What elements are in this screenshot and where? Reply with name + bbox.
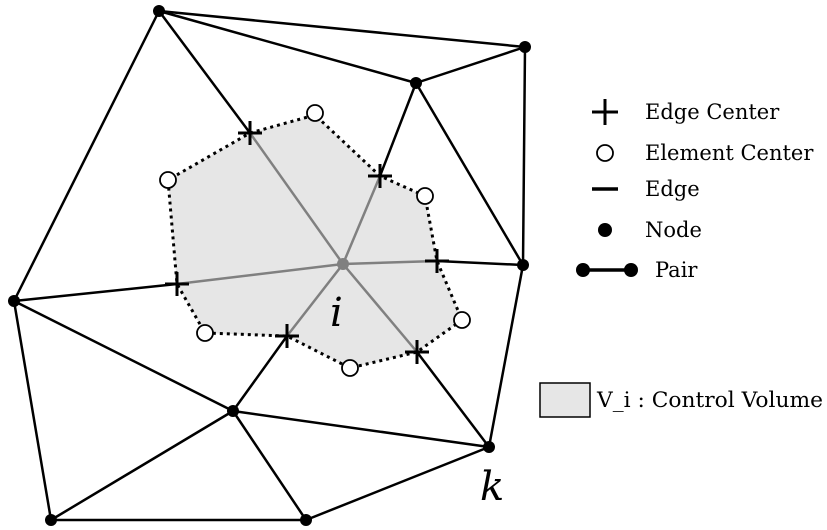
node-label-i: i xyxy=(330,290,343,336)
node-marker xyxy=(483,441,495,453)
node-marker xyxy=(300,514,312,526)
element-center-marker xyxy=(196,324,214,342)
legend: Edge Center Element Center Edge Node Pai… xyxy=(539,99,823,418)
edge-center-marker xyxy=(238,121,262,145)
internal-edges xyxy=(176,132,438,353)
center-node-i xyxy=(337,258,349,270)
edge-center-marker xyxy=(405,340,429,364)
edge-center-marker xyxy=(275,324,299,348)
legend-edge-center-label: Edge Center xyxy=(645,100,780,124)
node-marker xyxy=(8,295,20,307)
legend-element-center-icon xyxy=(596,144,614,162)
node-marker xyxy=(517,259,529,271)
legend-pair-icon xyxy=(576,263,638,277)
edge-center-marker xyxy=(425,249,449,273)
edge-centers xyxy=(165,121,449,364)
element-center-marker xyxy=(453,311,471,329)
legend-element-center-label: Element Center xyxy=(645,141,814,165)
node-label-k: k xyxy=(480,464,504,510)
edge-center-marker xyxy=(368,164,392,188)
legend-control-volume-icon xyxy=(539,382,591,418)
legend-control-volume-label: V_i : Control Volume xyxy=(596,388,823,412)
node-marker xyxy=(227,405,239,417)
element-center-marker xyxy=(306,104,324,122)
element-centers xyxy=(159,104,471,377)
element-center-marker xyxy=(416,187,434,205)
node-marker xyxy=(153,5,165,17)
legend-node-icon xyxy=(598,223,612,237)
element-center-marker xyxy=(341,359,359,377)
legend-edge-label: Edge xyxy=(645,177,700,201)
mesh-nodes xyxy=(8,5,531,526)
node-marker xyxy=(410,77,422,89)
legend-pair-label: Pair xyxy=(655,258,698,282)
node-marker xyxy=(45,514,57,526)
legend-edge-center-icon xyxy=(592,99,618,125)
legend-node-label: Node xyxy=(645,218,702,242)
node-marker xyxy=(519,41,531,53)
element-center-marker xyxy=(159,171,177,189)
edge-center-marker xyxy=(165,272,189,296)
control-volume-region xyxy=(168,115,462,368)
mesh-edges xyxy=(12,9,527,522)
